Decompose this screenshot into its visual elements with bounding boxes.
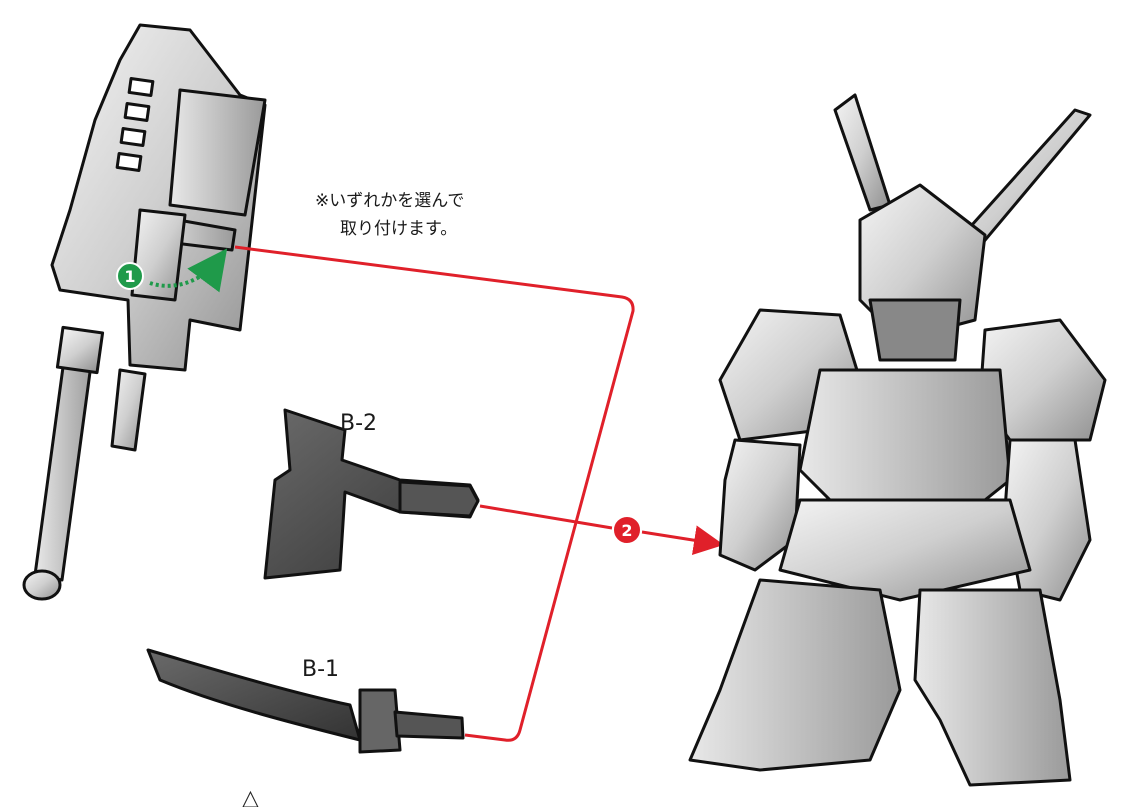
axe-label: B-2 xyxy=(340,411,377,436)
note-line1: ※いずれかを選んで xyxy=(315,191,464,211)
step1-number: 1 xyxy=(124,267,135,286)
step1-badge xyxy=(116,262,144,290)
axe-b2 xyxy=(263,408,480,580)
sword-label: B-1 xyxy=(302,657,339,682)
step1-arrow: 1 xyxy=(116,248,228,293)
footer-mark: △ xyxy=(242,786,259,807)
mace-weapon xyxy=(22,23,267,601)
note-line2: 取り付けます。 xyxy=(340,219,457,239)
step2-badge xyxy=(612,515,642,545)
sword-b1 xyxy=(146,648,465,754)
guide-line xyxy=(234,245,635,742)
step2-arrow: 2 xyxy=(479,504,724,556)
step2-number: 2 xyxy=(621,521,632,540)
mech-figure xyxy=(688,93,1107,787)
